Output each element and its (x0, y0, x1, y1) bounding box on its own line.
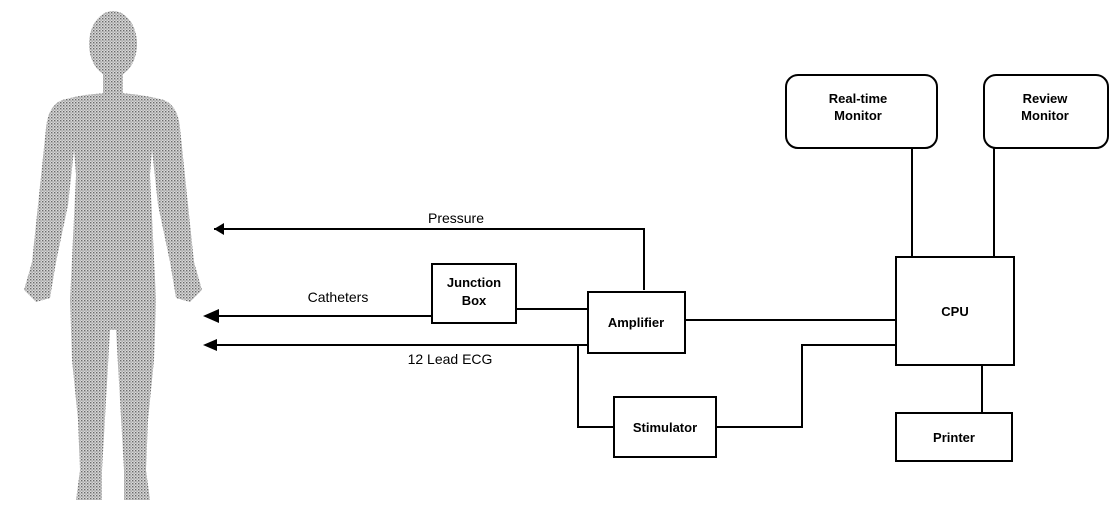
pressure-arrowhead (214, 223, 224, 235)
connections (203, 148, 994, 427)
realtime-monitor-label-line2: Monitor (834, 108, 882, 123)
stimulator-node: Stimulator (614, 397, 716, 457)
printer-node: Printer (896, 413, 1012, 461)
printer-label: Printer (933, 430, 975, 445)
human-body-figure (24, 11, 202, 500)
pressure-label: Pressure (428, 210, 484, 226)
ecg-label: 12 Lead ECG (408, 351, 493, 367)
junction-box-node: Junction Box (432, 264, 516, 323)
pressure-line (214, 229, 644, 290)
stimulator-label: Stimulator (633, 420, 697, 435)
junction-box-label-line1: Junction (447, 275, 501, 290)
amplifier-to-stimulator-line (578, 345, 614, 427)
cpu-label: CPU (941, 304, 968, 319)
cpu-node: CPU (896, 257, 1014, 365)
junction-box-label-line2: Box (462, 293, 487, 308)
ecg-arrowhead (203, 339, 217, 351)
realtime-monitor-node: Real-time Monitor (786, 75, 937, 148)
amplifier-node: Amplifier (588, 292, 685, 353)
review-monitor-label-line2: Monitor (1021, 108, 1069, 123)
stimulator-to-cpu-line (716, 345, 896, 427)
review-monitor-node: Review Monitor (984, 75, 1108, 148)
amplifier-label: Amplifier (608, 315, 664, 330)
realtime-monitor-label-line1: Real-time (829, 91, 888, 106)
catheters-arrowhead (203, 309, 219, 323)
catheters-label: Catheters (308, 289, 369, 305)
review-monitor-label-line1: Review (1023, 91, 1069, 106)
